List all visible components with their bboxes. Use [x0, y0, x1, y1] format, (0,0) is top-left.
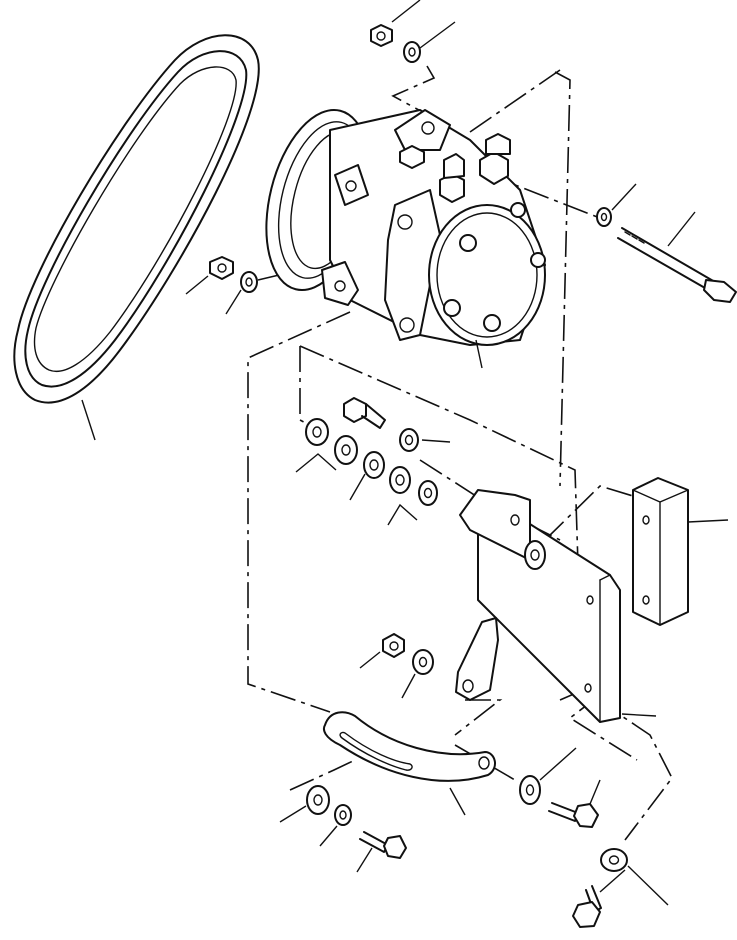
- leader-lines: [81, 0, 729, 906]
- top-washer: [403, 41, 421, 63]
- pivot-washer: [412, 649, 434, 675]
- ac-compressor: [265, 108, 546, 346]
- bottom-bolt: [572, 885, 602, 928]
- spacer-block: [632, 477, 689, 626]
- left-washer: [240, 271, 258, 293]
- pivot-nut: [382, 633, 405, 658]
- top-nut: [370, 24, 393, 47]
- long-bolt: [617, 227, 737, 303]
- drive-belt: [13, 34, 260, 404]
- strap-washer-right: [519, 775, 541, 805]
- mounting-bracket: [459, 489, 621, 723]
- pivot-arm: [455, 617, 499, 701]
- adjusting-strap: [322, 711, 496, 782]
- strap-bolt-right: [548, 802, 599, 828]
- strap-lockwasher-left: [334, 804, 352, 826]
- middle-bolt: [343, 397, 386, 429]
- left-nut: [209, 256, 234, 280]
- strap-bolt-left: [359, 831, 407, 859]
- washer-stack: [305, 418, 438, 506]
- upper-right-washer: [596, 207, 612, 227]
- bottom-washer: [600, 848, 628, 872]
- strap-washer-left: [306, 785, 330, 815]
